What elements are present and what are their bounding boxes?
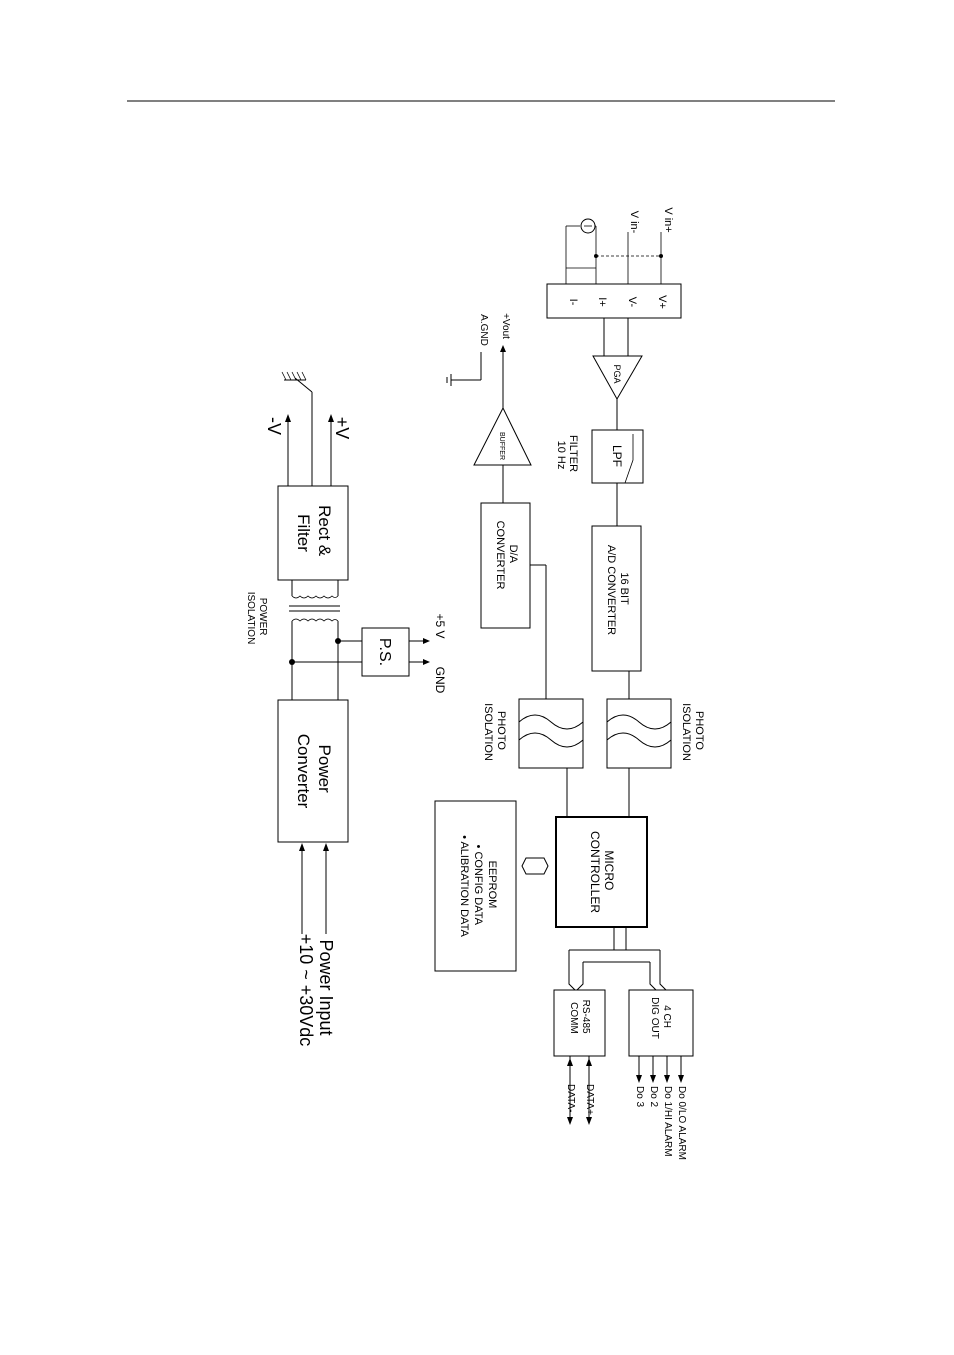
transformer-symbol — [289, 580, 340, 700]
do-output-label: Do 2 — [648, 1086, 659, 1108]
terminal-label: I- — [567, 299, 579, 306]
dac-label: D/A CONVERTER — [494, 521, 519, 590]
pga-label: PGA — [612, 364, 622, 383]
lpf-label: LPF — [610, 445, 624, 467]
junction-dot — [659, 254, 663, 258]
plus-v-label: +V — [332, 417, 352, 440]
filter-label: FILTER 10 Hz — [555, 435, 579, 475]
vin-plus-label: V in+ — [662, 207, 674, 232]
photo-isolation-box — [518, 698, 584, 769]
lpf-box — [591, 429, 644, 484]
photo-isolation-label: PHOTO ISOLATION — [680, 703, 705, 761]
dig-out-label: 4 CH DIG OUT — [649, 997, 672, 1039]
vin-minus-label: V in- — [628, 211, 640, 234]
digital-section: MICRO CONTROLLER EEPROM • CONFIG DATA • … — [434, 800, 694, 1160]
terminal-block — [546, 283, 682, 319]
terminal-label: V- — [626, 297, 638, 308]
bus-arrow-icon — [521, 857, 549, 875]
data-plus-label: DATA+ — [584, 1084, 595, 1115]
photo-isolation-box — [606, 698, 672, 769]
rect-filter-box — [277, 485, 349, 581]
power-section: Rect & Filter POWER ISOLATION — [245, 371, 447, 1047]
plus-5v-label: +5 V — [433, 613, 447, 638]
ground-icon — [446, 374, 452, 386]
photo-isolation-label: PHOTO ISOLATION — [482, 703, 507, 761]
eeprom-label: EEPROM • CONFIG DATA • ALIBRATION DATA — [458, 835, 498, 937]
power-input-label: Power Input +10 ~ +30Vdc — [296, 934, 336, 1047]
adc-box — [591, 525, 642, 672]
micro-controller-label: MICRO CONTROLLER — [588, 831, 616, 913]
pga-symbol — [592, 355, 643, 401]
do-output-label: Do 3 — [634, 1086, 645, 1108]
eeprom-box — [434, 800, 517, 972]
gnd-label: GND — [433, 667, 447, 694]
ps-label: P.S. — [376, 638, 393, 666]
rs485-label: RS-485 COMM — [568, 1000, 591, 1037]
ps-box — [361, 627, 410, 677]
terminal-label: I+ — [596, 297, 608, 306]
vout-label: +Vout — [500, 313, 511, 339]
earth-ground-icon — [281, 371, 307, 381]
dac-box — [480, 502, 531, 629]
data-minus-label: DATA- — [565, 1084, 576, 1113]
do-output-label: Do 0/LO ALARM — [676, 1086, 687, 1160]
agnd-label: A.GND — [478, 314, 489, 346]
power-converter-box — [277, 699, 349, 843]
terminal-label: V+ — [656, 295, 668, 309]
rs485-box — [553, 989, 606, 1057]
do-output-label: Do 1/HI ALARM — [662, 1086, 673, 1157]
buffer-label: BUFFER — [498, 432, 505, 460]
minus-v-label: -V — [264, 417, 284, 435]
dig-out-box — [628, 989, 694, 1057]
power-isolation-label: POWER ISOLATION — [245, 592, 268, 645]
micro-controller-box — [555, 816, 648, 928]
rect-filter-label: Rect & Filter — [294, 505, 334, 561]
power-converter-label: Power Converter — [294, 734, 334, 809]
adc-label: 16 BIT A/D CONVERTER — [605, 545, 630, 635]
analog-section: I- I+ V- V+ V in- V in+ — [446, 207, 705, 817]
